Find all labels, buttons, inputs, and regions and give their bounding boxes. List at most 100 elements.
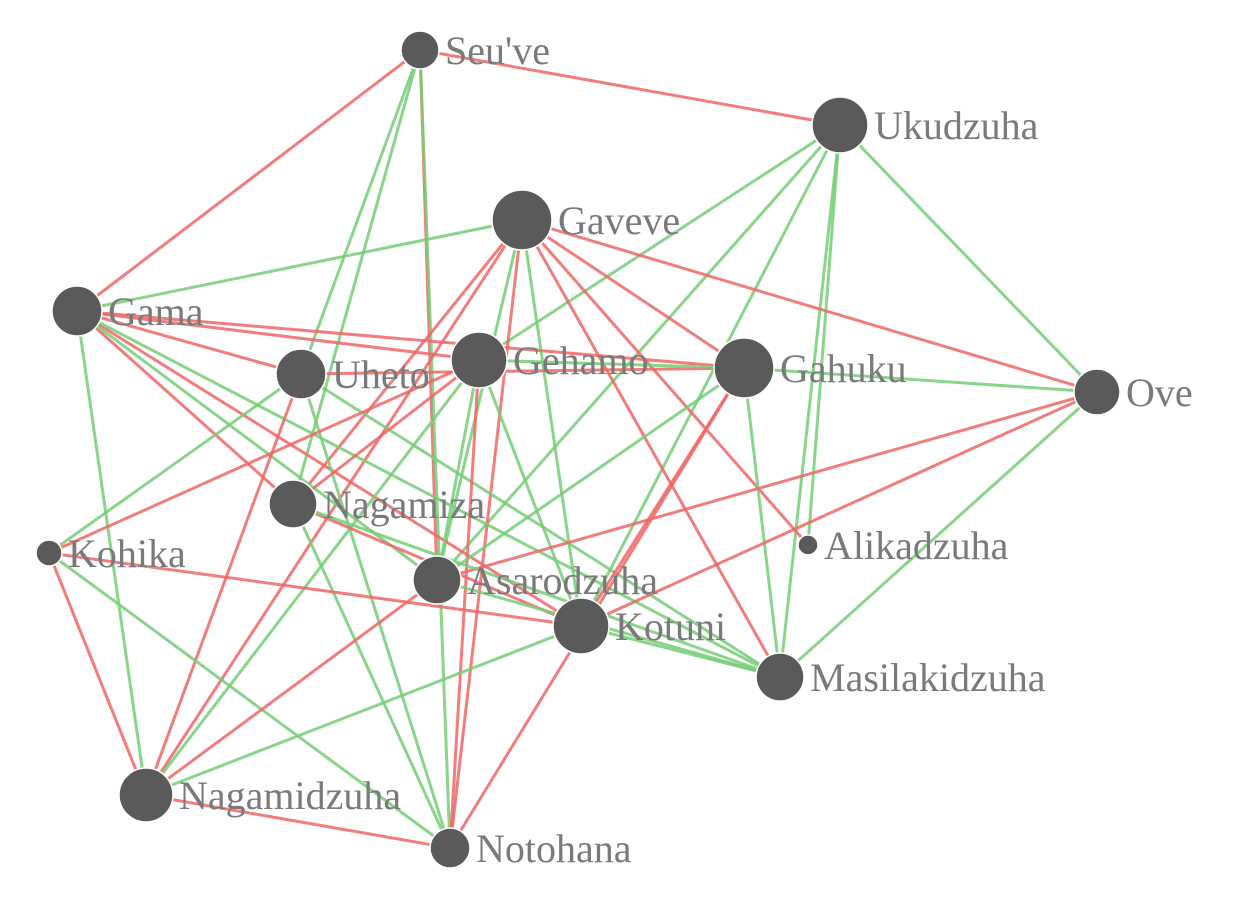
node-dot-nagamidzuha[interactable]: [118, 767, 174, 823]
node-kohika[interactable]: Kohika: [35, 531, 186, 576]
node-dot-seuve[interactable]: [400, 30, 440, 70]
node-label-gehamo: Gehamo: [513, 338, 649, 383]
edge-gaveve-asarodzuha: [435, 219, 524, 581]
node-dot-kotuni[interactable]: [552, 597, 610, 655]
edge-gahuku-ove: [743, 366, 1098, 394]
edge-gama-uheto: [76, 309, 302, 376]
edge-gehamo-notohana: [448, 359, 481, 849]
node-gama[interactable]: Gama: [51, 285, 204, 337]
edge-gama-nagamidzuha: [75, 310, 148, 796]
edge-gaveve-gahuku: [521, 218, 745, 370]
node-ukudzuha[interactable]: Ukudzuha: [811, 96, 1039, 154]
node-gaveve[interactable]: Gaveve: [491, 189, 680, 251]
node-dot-notohana[interactable]: [429, 827, 471, 869]
edge-kohika-notohana: [48, 551, 451, 850]
edge-gaveve-nagamiza: [291, 219, 524, 505]
edge-ukudzuha-masilakidzuha: [778, 124, 842, 678]
node-ove[interactable]: Ove: [1073, 368, 1193, 416]
edge-seuve-uheto: [299, 49, 422, 375]
edge-nagamiza-masilakidzuha: [292, 502, 781, 679]
edge-gehamo-nagamiza: [292, 358, 480, 506]
node-dot-asarodzuha[interactable]: [412, 555, 462, 605]
edge-gama-nagamiza: [76, 309, 294, 506]
edge-gehamo-asarodzuha: [435, 359, 481, 581]
node-nagamiza[interactable]: Nagamiza: [268, 479, 485, 529]
node-dot-masilakidzuha[interactable]: [755, 652, 805, 702]
edge-ove-masilakidzuha: [778, 390, 1099, 679]
node-label-seuve: Seu've: [445, 28, 550, 73]
node-seuve[interactable]: Seu've: [400, 28, 550, 73]
edge-ukudzuha-gehamo: [478, 123, 841, 362]
edge-gaveve-masilakidzuha: [520, 219, 782, 678]
edge-uheto-masilakidzuha: [300, 372, 781, 679]
edge-nagamidzuha-notohana: [145, 793, 451, 850]
node-dot-ove[interactable]: [1073, 368, 1121, 416]
edge-ove-asarodzuha: [436, 390, 1098, 582]
node-notohana[interactable]: Notohana: [429, 826, 632, 871]
node-label-kohika: Kohika: [68, 531, 186, 576]
edge-gaveve-gama: [76, 218, 523, 313]
edge-uheto-gahuku: [300, 366, 745, 376]
edge-ukudzuha-alikadzuha: [806, 124, 842, 546]
node-label-ukudzuha: Ukudzuha: [874, 103, 1039, 148]
node-dot-uheto[interactable]: [275, 348, 327, 400]
edge-gaveve-alikadzuha: [520, 219, 810, 546]
node-label-gaveve: Gaveve: [558, 198, 680, 243]
edge-seuve-ukudzuha: [419, 48, 841, 127]
edge-gaveve-nagamidzuha: [144, 219, 524, 796]
edge-gehamo-gahuku: [478, 358, 745, 370]
node-alikadzuha[interactable]: Alikadzuha: [797, 523, 1009, 568]
node-dot-gama[interactable]: [51, 285, 103, 337]
edge-ukudzuha-kotuni: [579, 124, 842, 627]
edge-seuve-gama: [76, 48, 421, 313]
edge-gahuku-asarodzuha: [436, 366, 745, 582]
node-dot-alikadzuha[interactable]: [797, 534, 819, 556]
node-label-uheto: Uheto: [332, 352, 430, 397]
node-asarodzuha[interactable]: Asarodzuha: [412, 555, 658, 605]
edge-gama-masilakidzuha: [76, 309, 781, 679]
edge-uheto-nagamidzuha: [144, 373, 303, 796]
node-nagamidzuha[interactable]: Nagamidzuha: [118, 767, 401, 823]
node-dot-ukudzuha[interactable]: [811, 96, 869, 154]
node-dot-nagamiza[interactable]: [268, 479, 318, 529]
edge-gama-kotuni: [76, 309, 582, 628]
edge-kotuni-nagamidzuha: [145, 624, 582, 797]
edge-uheto-kohika: [48, 372, 302, 555]
node-label-asarodzuha: Asarodzuha: [467, 558, 658, 603]
node-kotuni[interactable]: Kotuni: [552, 597, 726, 655]
node-gahuku[interactable]: Gahuku: [713, 337, 907, 399]
node-dot-kohika[interactable]: [35, 539, 63, 567]
edge-uheto-notohana: [299, 373, 452, 849]
node-label-notohana: Notohana: [476, 826, 632, 871]
edge-gehamo-kotuni: [477, 359, 583, 627]
node-label-nagamidzuha: Nagamidzuha: [179, 773, 401, 818]
node-dot-gehamo[interactable]: [450, 331, 508, 389]
edge-gahuku-masilakidzuha: [742, 367, 782, 678]
edges-layer: [47, 48, 1099, 850]
edge-gaveve-ove: [521, 218, 1098, 394]
node-label-alikadzuha: Alikadzuha: [824, 523, 1009, 568]
edge-ove-kotuni: [580, 390, 1098, 628]
edge-gaveve-notohana: [448, 219, 524, 849]
node-dot-gaveve[interactable]: [491, 189, 553, 251]
node-label-nagamiza: Nagamiza: [323, 482, 485, 527]
node-dot-gahuku[interactable]: [713, 337, 775, 399]
edge-gama-gahuku: [76, 309, 745, 370]
node-gehamo[interactable]: Gehamo: [450, 331, 649, 389]
node-label-ove: Ove: [1126, 370, 1193, 415]
edge-kohika-nagamidzuha: [47, 552, 148, 796]
edge-kotuni-masilakidzuha: [580, 624, 781, 679]
edge-kohika-kotuni: [48, 551, 582, 628]
node-uheto[interactable]: Uheto: [275, 348, 430, 400]
edge-seuve-nagamiza: [291, 49, 422, 505]
edge-gehamo-nagamidzuha: [144, 359, 481, 796]
edge-gaveve-kotuni: [520, 219, 583, 627]
edge-gama-gehamo: [76, 309, 480, 362]
node-label-gahuku: Gahuku: [780, 346, 907, 391]
edge-ukudzuha-ove: [838, 123, 1099, 394]
edge-nagamiza-notohana: [291, 503, 452, 849]
edge-asarodzuha-nagamidzuha: [145, 578, 438, 797]
node-masilakidzuha[interactable]: Masilakidzuha: [755, 652, 1046, 702]
